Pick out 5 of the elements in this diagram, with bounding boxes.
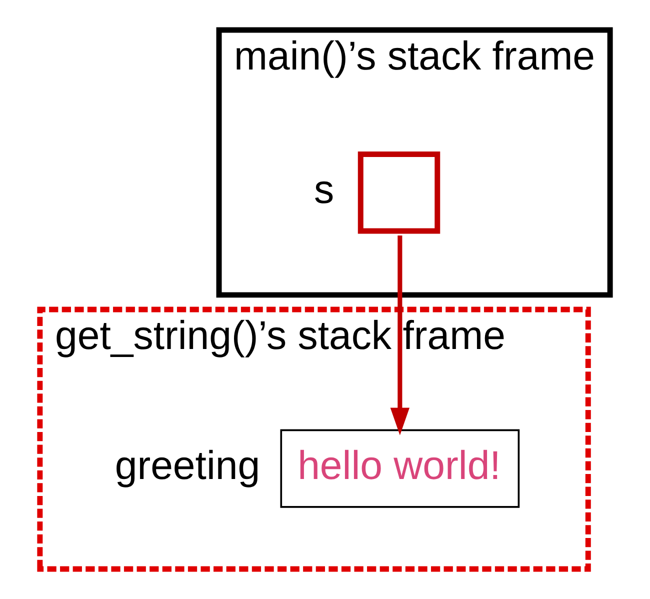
node-label: s [314,166,334,212]
node-box [358,151,440,234]
node-label: greeting [114,442,260,488]
arrow [390,236,410,436]
node-box: hello world! [280,429,520,508]
